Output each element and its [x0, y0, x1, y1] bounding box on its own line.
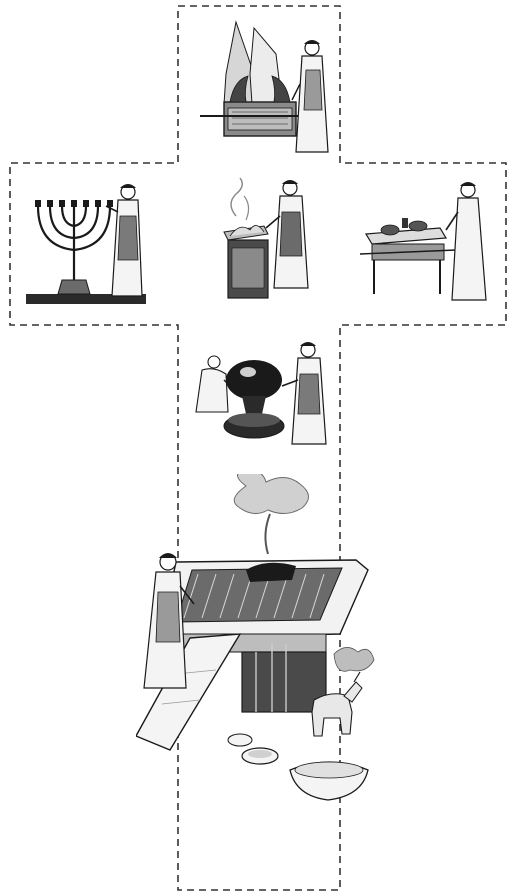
- altar-of-burnt-offering-scene: [136, 474, 376, 814]
- ark-of-the-covenant-scene: [196, 14, 336, 154]
- menorah-scene: [24, 176, 154, 308]
- bronze-laver-scene: [190, 340, 340, 452]
- table-of-showbread-scene: [360, 178, 496, 308]
- altar-of-incense-scene: [216, 176, 320, 312]
